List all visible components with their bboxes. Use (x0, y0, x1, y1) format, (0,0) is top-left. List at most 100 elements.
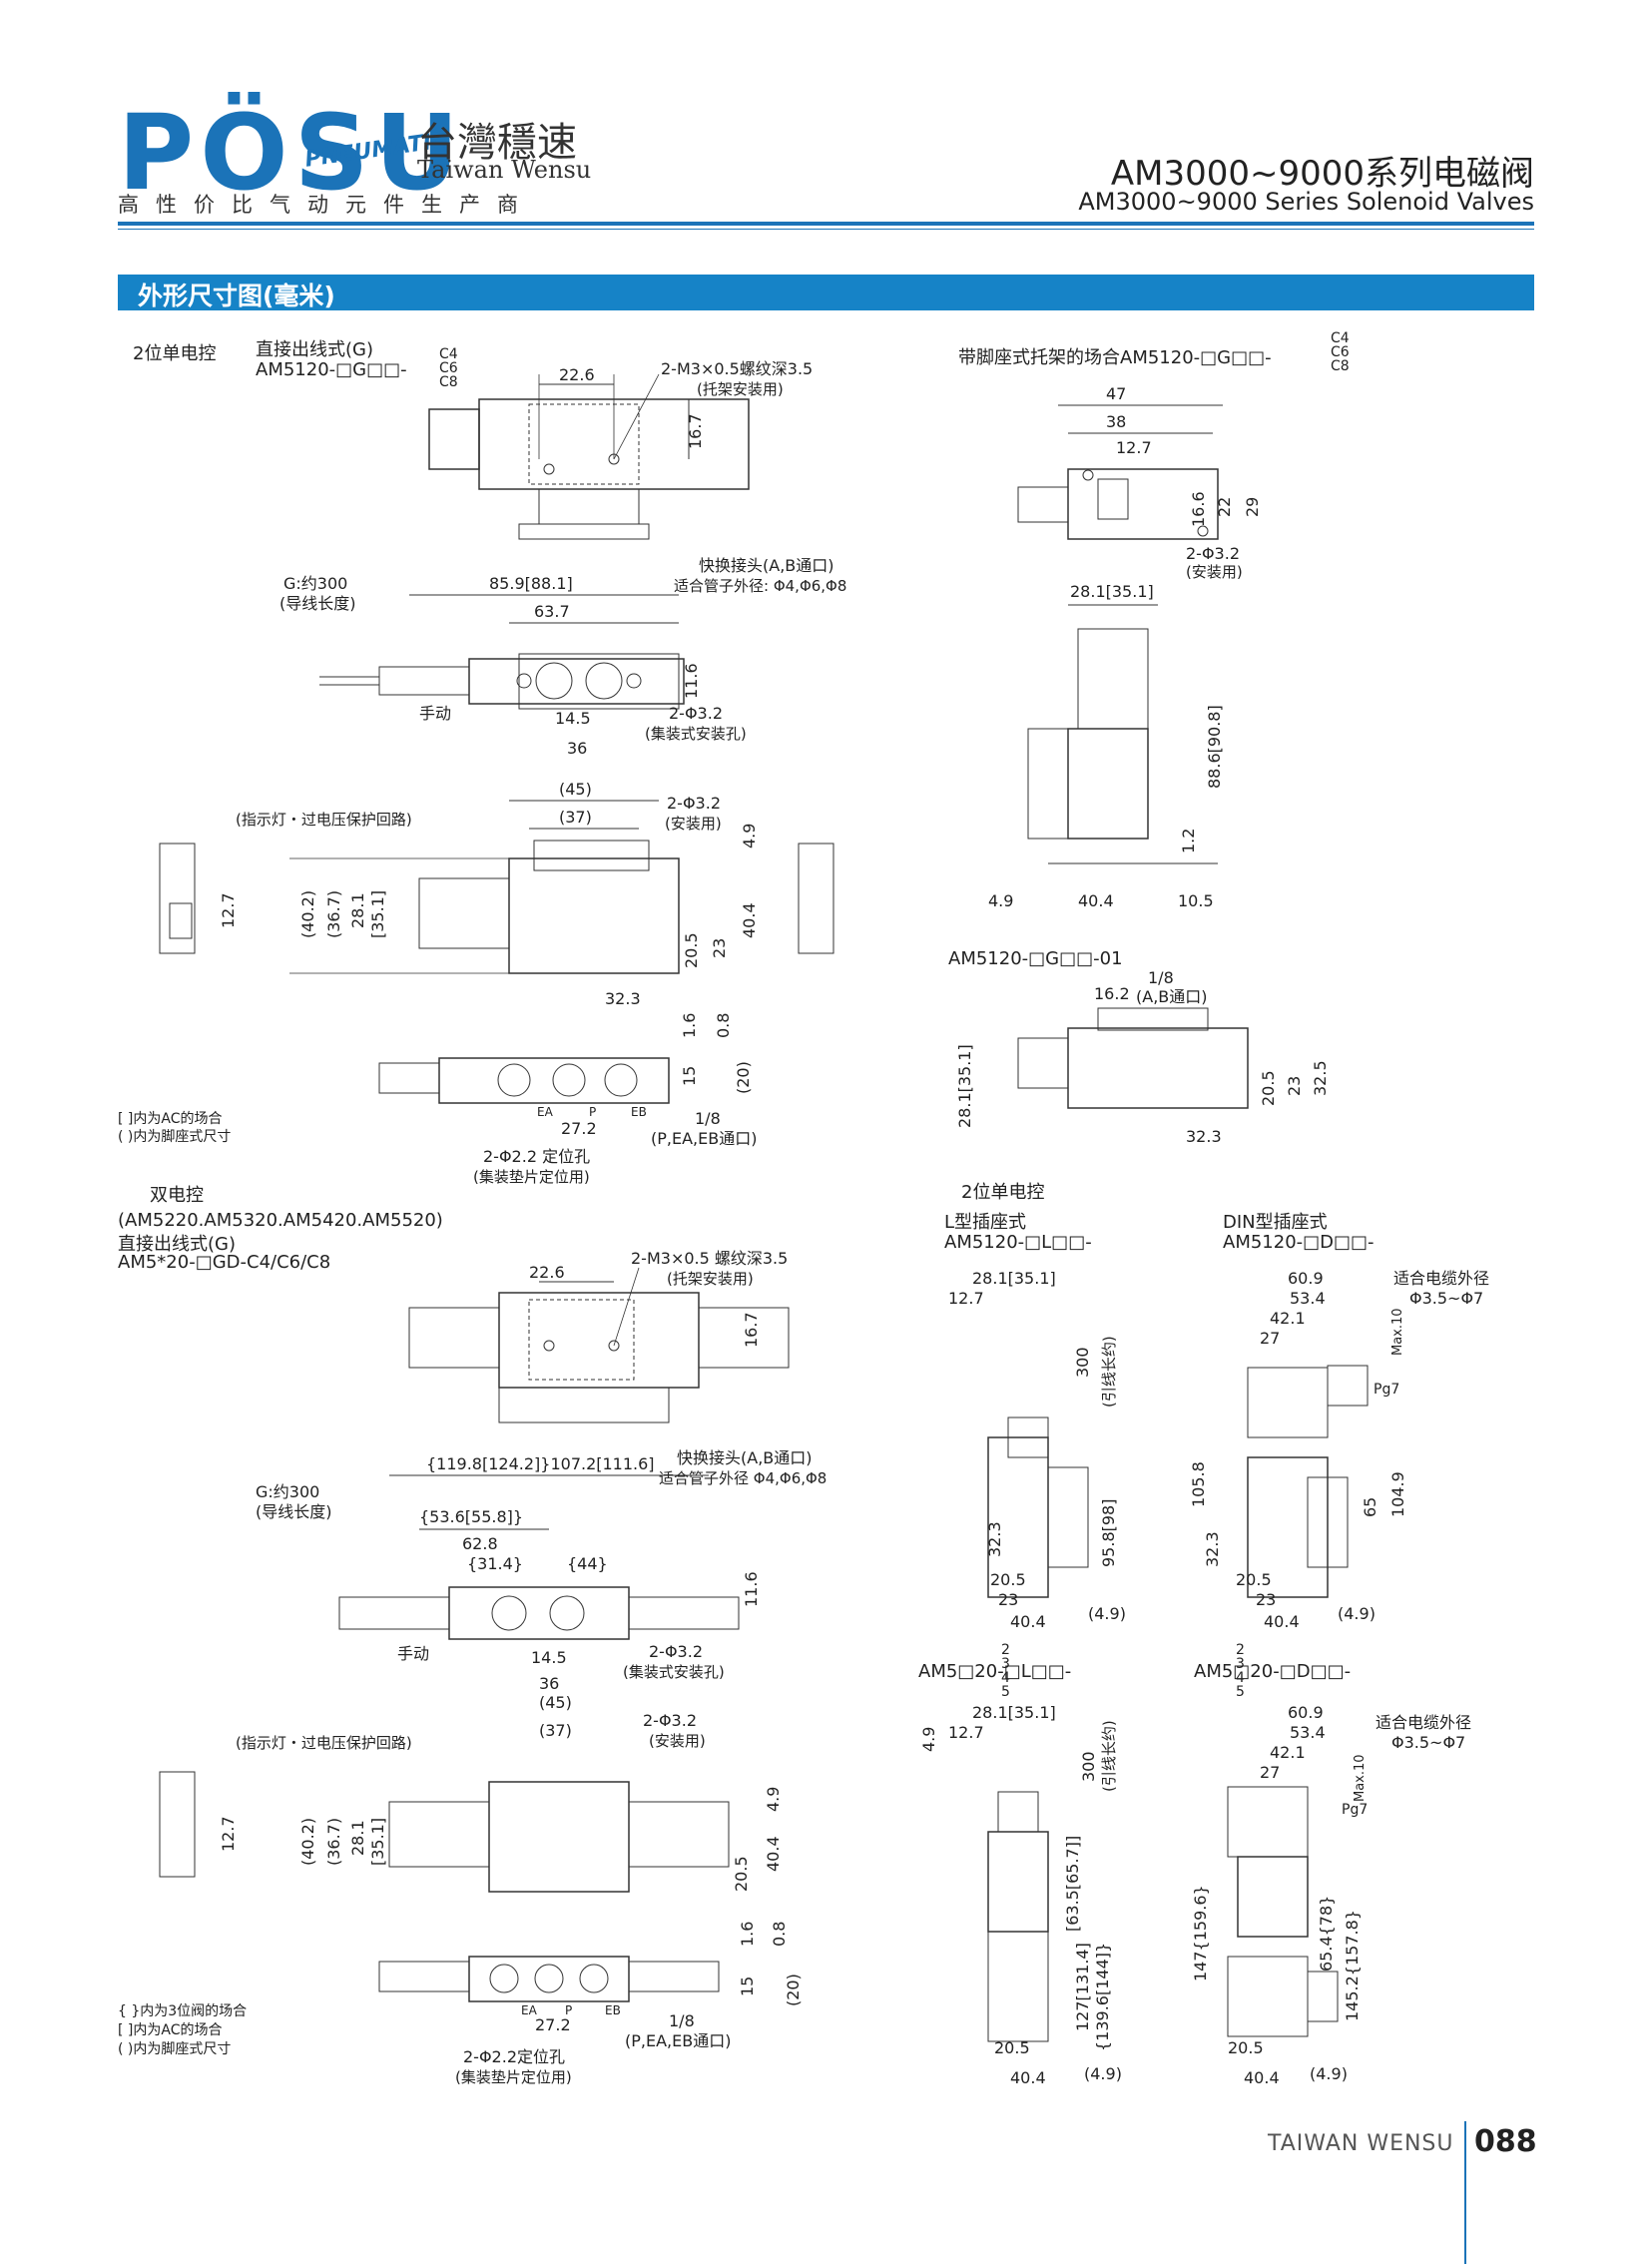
d-dim-long: {119.8[124.2]}107.2[111.6] (426, 1454, 655, 1473)
dim-45: (45) (559, 780, 592, 799)
d-dim-44: {44} (567, 1554, 608, 1573)
dim-28-1: 28.1 (348, 892, 367, 928)
dim-4-9: 4.9 (740, 824, 759, 849)
bracket-top-view: 47 38 12.7 16.6 22 29 2-Φ3.2 (安装用) (1017, 384, 1262, 581)
d-g-lead: G:约300 (256, 1482, 319, 1501)
md-max-10: Max.10 (1353, 1754, 1368, 1802)
d-dim-27-2: 27.2 (535, 2015, 571, 2034)
d-quick-joint: 快换接头(A,B通口) (677, 1448, 813, 1467)
dim-28-1-01: 28.1[35.1] (955, 1044, 974, 1128)
din-type: DIN型插座式 (1223, 1212, 1328, 1233)
d-dim-22-6: 22.6 (529, 1263, 565, 1282)
ml-dim-139-6: {139.6[144]} (1093, 1943, 1112, 2051)
dim-12-7-r: 12.7 (1116, 438, 1152, 457)
double-models: (AM5220.AM5320.AM5420.AM5520) (118, 1210, 443, 1231)
r-single-title: 2位单电控 (961, 1182, 1045, 1203)
double-sub: 直接出线式(G) (118, 1234, 236, 1255)
section-bar: 外形尺寸图(毫米) (118, 275, 1534, 310)
d-dim-40-2: (40.2) (298, 1818, 317, 1866)
dim-20: (20) (734, 1061, 753, 1094)
din-60-9: 60.9 (1288, 1269, 1324, 1288)
dim-0-8: 0.8 (714, 1013, 733, 1038)
dim-32-3-r: 32.3 (1186, 1127, 1222, 1146)
mount-note-r: (安装用) (1186, 563, 1243, 581)
d-dim-14-5: 14.5 (531, 1648, 567, 1667)
din-65: 65 (1361, 1497, 1379, 1517)
l-dim-12-7: 12.7 (948, 1289, 984, 1308)
hole-mount: 2-Φ3.2 (667, 794, 721, 813)
md-cable-od: 适合电缆外径 (1376, 1713, 1471, 1732)
d-note-foot: ( )内为脚座式尺寸 (118, 2041, 232, 2057)
dim-29: 29 (1243, 497, 1262, 517)
ml-dim-4-9: (4.9) (1084, 2064, 1122, 2083)
bracket-side-view: 28.1[35.1] 88.6[90.8] 1.2 4.9 40.4 10.5 (988, 582, 1224, 910)
dim-20-5: 20.5 (682, 932, 701, 968)
l-dim-95-8: 95.8[98] (1099, 1499, 1118, 1567)
d-dim-37: (37) (539, 1721, 572, 1740)
dim-16-7: 16.7 (686, 413, 705, 449)
multi-d-model: AM5□20-□D□□- (1194, 1661, 1352, 1682)
model-01-view: 1/8 (A,B通口) 16.2 28.1[35.1] 20.5 23 32.5… (955, 968, 1330, 1146)
d-dim-36: 36 (539, 1674, 559, 1693)
g-lead: G:约300 (283, 574, 347, 593)
port-p: P (589, 1105, 596, 1119)
ml-dim-28-1: 28.1[35.1] (972, 1703, 1056, 1722)
l-dim-23: 23 (998, 1590, 1018, 1609)
pin-2-2: 2-Φ2.2 定位孔 (483, 1147, 590, 1166)
dim-35-1: [35.1] (368, 890, 387, 938)
dim-37: (37) (559, 808, 592, 827)
cable-range: Φ3.5~Φ7 (1409, 1289, 1483, 1308)
ml-dim-20-5: 20.5 (994, 2038, 1030, 2057)
d-dim-31-4: {31.4} (467, 1554, 523, 1573)
dim-22-6: 22.6 (559, 365, 595, 384)
d-tube-od: 适合管子外径 Φ4,Φ6,Φ8 (659, 1469, 826, 1487)
indicator-note: (指示灯・过电压保护回路) (236, 811, 412, 829)
dim-12-7: 12.7 (219, 892, 238, 928)
single-top-view: 22.6 2-M3×0.5螺纹深3.5 (托架安装用) 16.7 (428, 359, 813, 540)
dim-15: 15 (680, 1066, 699, 1086)
double-model: AM5*20-□GD-C4/C6/C8 (118, 1252, 331, 1273)
footer-divider (1464, 2121, 1466, 2264)
bracket-title: 带脚座式托架的场合AM5120-□G□□- (958, 347, 1272, 368)
ml-dim-63-5: [63.5[65.7]] (1063, 1836, 1082, 1932)
md-42-1: 42.1 (1270, 1743, 1306, 1762)
d-g-lead-note: (导线长度) (256, 1502, 332, 1521)
d-mount-note: (安装用) (649, 1732, 706, 1750)
d-manual: 手动 (397, 1644, 429, 1663)
port-ab: (A,B通口) (1136, 987, 1208, 1006)
dim-38: 38 (1106, 412, 1126, 431)
model-01: AM5120-□G□□-01 (948, 948, 1123, 969)
dim-40-2: (40.2) (298, 890, 317, 938)
md-40-4: 40.4 (1244, 2068, 1280, 2087)
din-105-8: 105.8 (1189, 1461, 1208, 1507)
ml-dim-300: 300 (1079, 1751, 1098, 1782)
d-note-ac: [ ]内为AC的场合 (118, 2022, 223, 2038)
d-hole-mount: 2-Φ3.2 (643, 1711, 697, 1730)
double-bottom-view: EA P EB 1.6 0.8 15 (20) 27.2 1/8 (P,EA,E… (378, 1922, 803, 2086)
d-pin-note: (集装垫片定位用) (455, 2068, 572, 2086)
dim-20-5-r: 20.5 (1259, 1070, 1278, 1106)
md-53-4: 53.4 (1290, 1723, 1326, 1742)
multi-l-view: 28.1[35.1] 12.7 300 (引线长约) [63.5[65.7]] … (948, 1703, 1122, 2087)
md-4-9: (4.9) (1310, 2064, 1348, 2083)
port-1-8: 1/8 (695, 1109, 721, 1128)
md-pg7: Pg7 (1342, 1802, 1368, 1818)
d-port-p: P (565, 2003, 572, 2017)
port-note: (P,EA,EB通口) (651, 1129, 757, 1148)
d-dim-62-8: 62.8 (462, 1534, 498, 1553)
manual-label: 手动 (419, 704, 451, 723)
d-port-eb: EB (605, 2003, 621, 2017)
d-pin-2-2: 2-Φ2.2定位孔 (463, 2047, 565, 2066)
d-dim-45: (45) (539, 1693, 572, 1712)
note-foot: ( )内为脚座式尺寸 (118, 1129, 232, 1145)
multi-d-view: 60.9 53.4 42.1 27 适合电缆外径 Φ3.5~Φ7 Max.10 … (1191, 1703, 1471, 2087)
d-dim-40-4: 40.4 (764, 1836, 783, 1872)
dim-23-r: 23 (1285, 1076, 1304, 1096)
d-dim-20: (20) (784, 1974, 803, 2006)
md-cable-range: Φ3.5~Φ7 (1391, 1733, 1465, 1752)
d-dim-4-9: 4.9 (919, 1727, 938, 1752)
dim-27-2: 27.2 (561, 1119, 597, 1138)
tube-od-label: 适合管子外径: Φ4,Φ6,Φ8 (674, 577, 846, 595)
